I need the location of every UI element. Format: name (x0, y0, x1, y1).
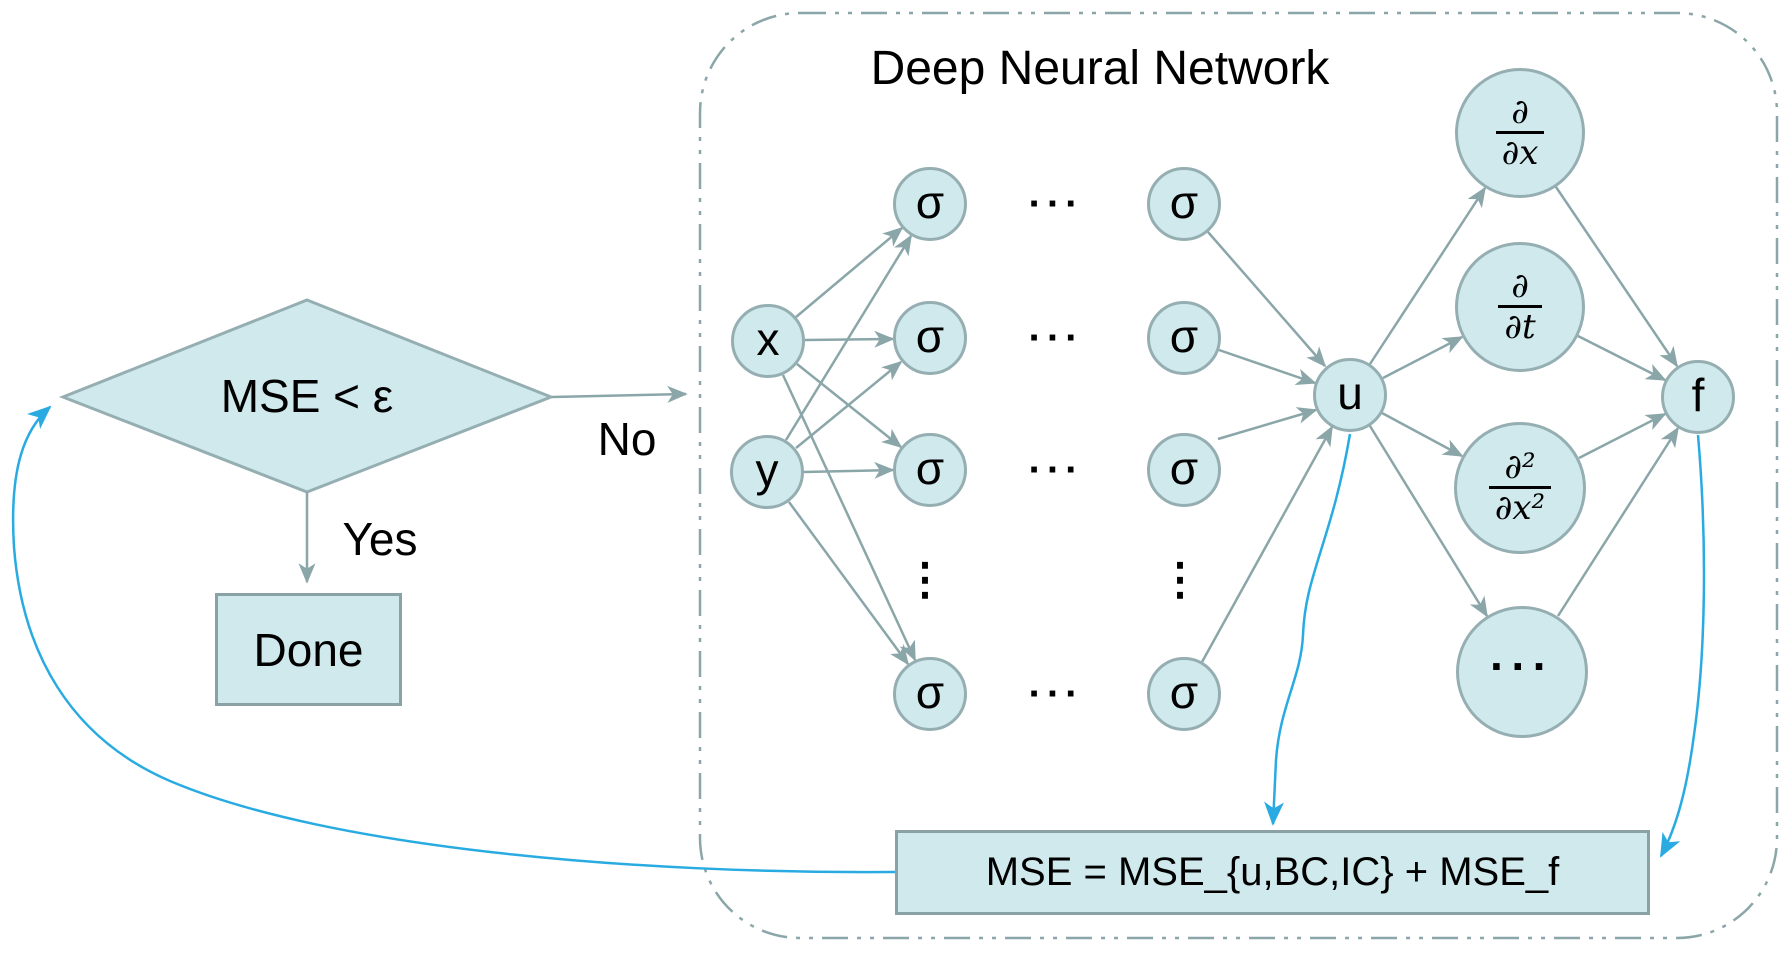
derivative-dx-fraction: ∂ ∂x (1495, 91, 1545, 173)
input-node-x: x (731, 304, 805, 378)
hidden-dots-row1: ··· (1028, 182, 1084, 226)
input-node-y-label: y (755, 444, 779, 496)
derivative-more-dots: ··· (1490, 640, 1554, 692)
fraction-numerator: ∂² (1504, 446, 1536, 487)
sigma-label: σ (1169, 442, 1199, 494)
output-node-u-label: u (1337, 367, 1363, 419)
mse-box: MSE = MSE_{u,BC,IC} + MSE_f (895, 830, 1650, 915)
fraction-numerator: ∂ (1511, 91, 1529, 132)
derivative-dt-fraction: ∂ ∂t (1498, 265, 1542, 347)
derivative-node-dx: ∂ ∂x (1455, 68, 1585, 198)
residual-node-f: f (1661, 360, 1735, 434)
hidden-dots-row4: ··· (1028, 672, 1084, 716)
sigma-label: σ (915, 442, 945, 494)
mse-to-decision-arrow (11, 405, 896, 874)
hidden1-node-1: σ (893, 167, 967, 241)
hidden-dots-row2: ··· (1028, 316, 1084, 360)
no-arrow (551, 385, 688, 403)
done-box-label: Done (253, 623, 364, 676)
input-node-x-label: x (756, 313, 780, 365)
fraction-denominator: ∂t (1498, 305, 1542, 346)
hidden2-node-3: σ (1147, 433, 1221, 507)
derivative-d2x2-fraction: ∂² ∂x² (1488, 446, 1552, 528)
sigma-label: σ (915, 666, 945, 718)
no-label: No (597, 413, 657, 465)
hidden-dots-row3: ··· (1028, 448, 1084, 492)
dnn-boundary (698, 11, 1779, 940)
blue-arrows (11, 405, 1706, 874)
derivative-node-more: ··· (1456, 606, 1588, 738)
decision-label: MSE < ε (220, 370, 394, 422)
done-box: Done (215, 593, 402, 706)
u-to-mse-arrow (1264, 433, 1352, 826)
hidden1-node-3: σ (893, 433, 967, 507)
hidden2-node-2: σ (1147, 301, 1221, 375)
derivative-node-d2x2: ∂² ∂x² (1454, 422, 1586, 554)
f-to-mse-arrow (1659, 434, 1706, 858)
sigma-label: σ (1169, 310, 1199, 362)
dnn-title: Deep Neural Network (870, 41, 1330, 95)
yes-label: Yes (342, 513, 418, 565)
derivative-node-dt: ∂ ∂t (1455, 242, 1585, 372)
sigma-label: σ (915, 176, 945, 228)
hidden2-node-4: σ (1147, 657, 1221, 731)
output-node-u: u (1313, 358, 1387, 432)
sigma-label: σ (1169, 176, 1199, 228)
hidden1-node-4: σ (893, 657, 967, 731)
gray-arrows (298, 186, 1680, 666)
hidden1-node-2: σ (893, 301, 967, 375)
mse-box-label: MSE = MSE_{u,BC,IC} + MSE_f (985, 850, 1560, 894)
residual-node-f-label: f (1691, 369, 1705, 421)
hidden1-vertical-dots: ⋮ (903, 555, 947, 604)
input-node-y: y (730, 435, 804, 509)
sigma-label: σ (915, 310, 945, 362)
hidden2-node-1: σ (1147, 167, 1221, 241)
hidden2-vertical-dots: ⋮ (1158, 555, 1202, 604)
fraction-numerator: ∂ (1511, 265, 1529, 306)
sigma-label: σ (1169, 666, 1199, 718)
fraction-denominator: ∂x (1495, 131, 1545, 172)
fraction-denominator: ∂x² (1488, 486, 1552, 527)
